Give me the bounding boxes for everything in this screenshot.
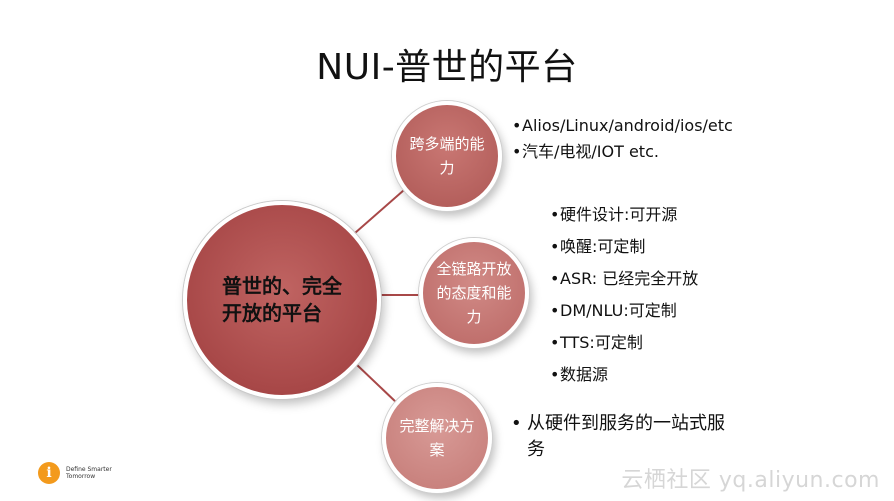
bullet-text: 数据源 xyxy=(560,365,609,384)
node-circle-full-solution: 完整解决方案 xyxy=(382,383,492,493)
bullet-dot-icon: • xyxy=(550,237,560,256)
bullet-text: 从硬件到服务的一站式服务 xyxy=(527,413,725,460)
node-circle-open-pipeline: 全链路开放的态度和能力 xyxy=(419,238,529,348)
node-label-full-solution: 完整解决方案 xyxy=(399,417,475,459)
bullet-item: •ASR: 已经完全开放 xyxy=(550,269,760,289)
node-label-multi-platform: 跨多端的能力 xyxy=(409,135,485,177)
bullet-item: •DM/NLU:可定制 xyxy=(550,301,760,321)
bullet-item: •从硬件到服务的一站式服务 xyxy=(511,411,727,463)
connector-line-bottom xyxy=(355,363,399,405)
slide-title: NUI-普世的平台 xyxy=(316,47,578,88)
bullet-list-multi-platform: •Alios/Linux/android/ios/etc •汽车/电视/IOT … xyxy=(512,116,733,168)
company-logo: i Define Smarter Tomorrow xyxy=(38,462,112,484)
bullet-dot-icon: • xyxy=(550,333,560,352)
bullet-dot-icon: • xyxy=(550,269,560,288)
bullet-dot-icon: • xyxy=(511,413,522,434)
bullet-text: ASR: 已经完全开放 xyxy=(560,269,699,288)
node-label-open-pipeline: 全链路开放的态度和能力 xyxy=(436,260,512,326)
bullet-item: •Alios/Linux/android/ios/etc xyxy=(512,116,733,135)
bullet-text: 汽车/电视/IOT etc. xyxy=(522,142,659,161)
bullet-dot-icon: • xyxy=(512,142,522,161)
center-circle-label: 普世的、完全开放的平台 xyxy=(222,274,342,325)
bullet-item: •唤醒:可定制 xyxy=(550,237,760,257)
bullet-text: Alios/Linux/android/ios/etc xyxy=(522,116,733,135)
logo-tagline: Define Smarter Tomorrow xyxy=(66,466,112,480)
bullet-dot-icon: • xyxy=(550,301,560,320)
site-watermark: 云栖社区 yq.aliyun.com xyxy=(621,468,880,493)
bullet-text: 唤醒:可定制 xyxy=(560,237,646,256)
bullet-dot-icon: • xyxy=(512,116,522,135)
bullet-list-open-pipeline: •硬件设计:可开源 •唤醒:可定制 •ASR: 已经完全开放 •DM/NLU:可… xyxy=(550,205,760,397)
bullet-text: 硬件设计:可开源 xyxy=(560,205,678,224)
logo-tagline-line2: Tomorrow xyxy=(66,473,96,480)
bullet-dot-icon: • xyxy=(550,365,560,384)
bullet-text: DM/NLU:可定制 xyxy=(560,301,677,320)
bullet-item: •硬件设计:可开源 xyxy=(550,205,760,225)
bullet-dot-icon: • xyxy=(550,205,560,224)
logo-tagline-line1: Define Smarter xyxy=(66,466,112,473)
bullet-item: •汽车/电视/IOT etc. xyxy=(512,142,692,161)
bullet-list-full-solution: •从硬件到服务的一站式服务 xyxy=(511,411,727,463)
bullet-item: •TTS:可定制 xyxy=(550,333,760,353)
center-circle: 普世的、完全开放的平台 xyxy=(183,201,381,399)
bullet-text: TTS:可定制 xyxy=(560,333,643,352)
bullet-item: •数据源 xyxy=(550,365,760,385)
info-logo-icon: i xyxy=(38,462,60,484)
connector-line-top xyxy=(346,189,405,241)
node-circle-multi-platform: 跨多端的能力 xyxy=(392,101,502,211)
